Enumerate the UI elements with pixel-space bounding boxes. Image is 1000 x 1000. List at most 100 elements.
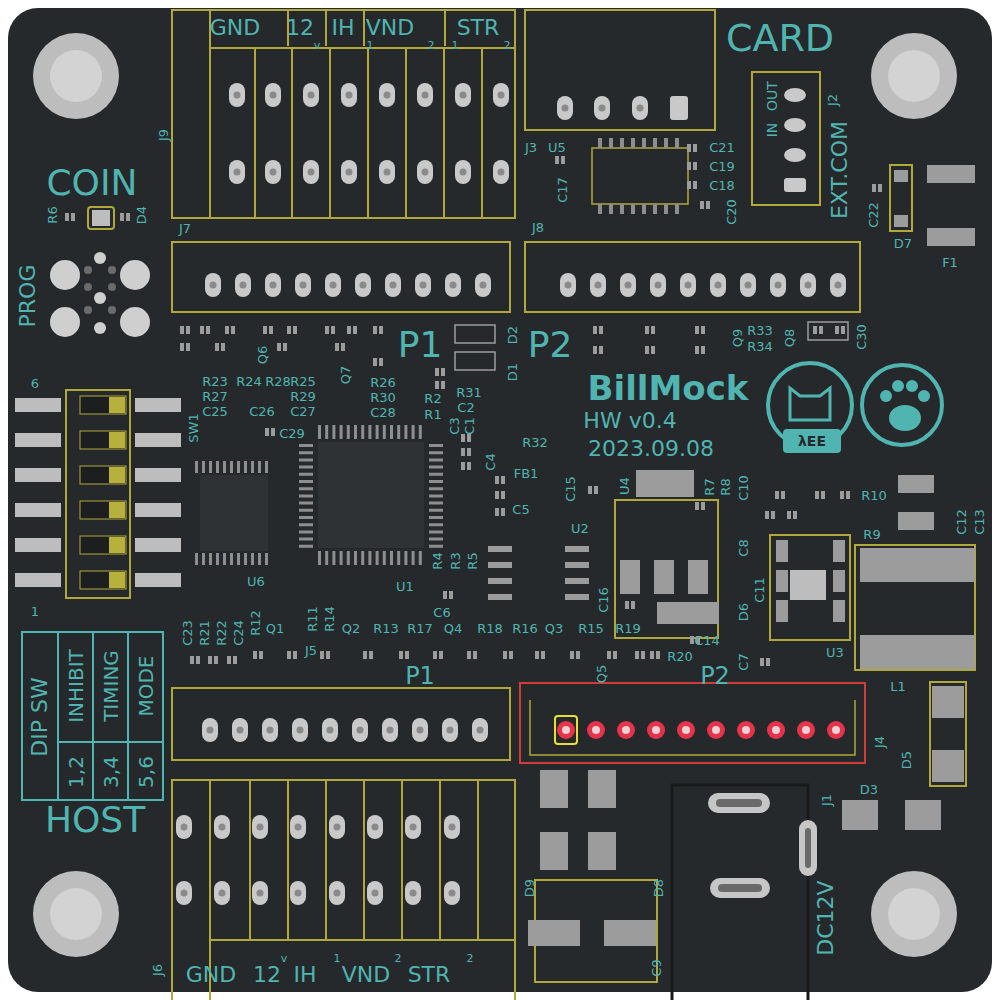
silkscreen-label: Q5 [595,665,608,684]
silkscreen-label: OUT [765,81,779,111]
silkscreen-label: R11 [306,606,319,632]
silkscreen-label: 6 [31,377,39,390]
silkscreen-label: C15 [564,476,577,502]
silkscreen-label: 3,4 [101,756,121,788]
silkscreen-label: v [281,953,288,964]
silkscreen-label: C3 [448,417,461,434]
silkscreen-label: GND [210,17,260,39]
silkscreen-label: P2 [700,664,730,688]
silkscreen-label: P1 [398,327,443,363]
silkscreen-label: R28 [265,375,291,388]
silkscreen-label: D1 [506,363,519,381]
silkscreen-label: C7 [737,653,750,670]
silkscreen-label: C25 [202,405,228,418]
silkscreen-label: VND [342,964,390,986]
silkscreen-label: C28 [370,406,396,419]
silkscreen-label: 2 [467,953,474,964]
silkscreen-label: λEE [798,434,826,448]
silkscreen-label: STR [408,964,451,986]
silkscreen-label: U6 [247,575,265,588]
silkscreen-label: Q2 [342,622,361,635]
silkscreen-label: J8 [532,221,544,234]
silkscreen-label: HOST [45,802,145,838]
silkscreen-label: C8 [737,539,750,556]
silkscreen-label: R33 [747,324,773,337]
silkscreen-label: C24 [232,620,245,646]
silkscreen-label: D9 [523,879,536,897]
silkscreen-label: C29 [279,427,305,440]
silkscreen-label: R23 [202,375,228,388]
silkscreen-label: IH [293,964,316,986]
silkscreen-label: Q9 [731,329,744,348]
silkscreen-label: 2 [504,40,511,51]
silkscreen-label: J1 [820,794,833,806]
silkscreen-label: C17 [556,177,569,203]
silkscreen-label: R25 [290,375,316,388]
silkscreen-label: R24 [236,375,262,388]
silkscreen-label: 1 [367,40,374,51]
silkscreen-label: J9 [157,129,170,141]
silkscreen-label: C19 [709,160,735,173]
silkscreen-label: Q8 [783,329,796,348]
silkscreen-label: 2 [395,953,402,964]
silkscreen-label: R31 [456,386,482,399]
silkscreen-label: IN [765,123,779,138]
silkscreen-label: C14 [694,634,720,647]
silkscreen-label: C30 [855,324,868,350]
silkscreen-label: C11 [753,577,766,603]
silkscreen-label: R20 [667,650,693,663]
silkscreen-label: R16 [512,622,538,635]
silkscreen-label: D6 [737,603,750,621]
silkscreen-label: R7 [703,478,716,495]
silkscreen-label: BillMock [588,371,749,405]
silkscreen-label: R17 [407,622,433,635]
silkscreen-label: HW v0.4 [583,410,676,432]
silkscreen-label: R27 [202,390,228,403]
silkscreen-label: R4 [431,552,444,569]
silkscreen-label: J3 [525,141,537,154]
silkscreen-label: VND [366,17,414,39]
silkscreen-label: R18 [477,622,503,635]
silkscreen-label: R19 [615,622,641,635]
silkscreen-label: U2 [571,522,589,535]
silkscreen-label: 1 [31,605,39,618]
silkscreen-label: Q7 [339,366,352,385]
silkscreen-label: R6 [46,206,59,223]
silkscreen-label: 2023.09.08 [588,438,714,460]
silkscreen-label: U1 [396,580,414,593]
silkscreen-label: D3 [860,783,878,796]
silkscreen-label: R9 [863,528,880,541]
silkscreen-label: R1 [424,408,441,421]
silkscreen-label: J5 [305,644,317,657]
silkscreen-label: C18 [709,179,735,192]
silkscreen-label: P2 [528,327,573,363]
silkscreen-label: Q6 [256,346,269,365]
silkscreen-label: L1 [890,680,906,693]
silkscreen-label: v [314,40,321,51]
silkscreen-label: COIN [46,165,137,201]
silkscreen-label: P1 [405,664,435,688]
silkscreen-label: CARD [726,19,834,57]
silkscreen-label: D2 [506,326,519,344]
silkscreen-label: 1 [334,953,341,964]
silkscreen-label: 1 [452,40,459,51]
silkscreen-label: R10 [861,489,887,502]
silkscreen-label: STR [457,17,500,39]
silkscreen-label: Q3 [545,622,564,635]
silkscreen-label: D7 [894,237,912,250]
silkscreen-label: R5 [466,552,479,569]
silkscreen-label: C1 [463,417,476,434]
silkscreen-label: R30 [370,391,396,404]
silkscreen-label: R22 [215,620,228,646]
silkscreen-label: 12 [286,17,314,39]
silkscreen-label: F1 [942,256,958,269]
silkscreen-label: R13 [373,622,399,635]
silkscreen-label: C4 [484,453,497,470]
silkscreen-label: J2 [826,94,839,106]
silkscreen-label: C26 [249,405,275,418]
silkscreen-label: R21 [198,620,211,646]
silkscreen-label: R2 [424,392,441,405]
silkscreen-label: U5 [548,141,566,154]
silkscreen-label: R32 [522,436,548,449]
silkscreen-label: C27 [290,405,316,418]
